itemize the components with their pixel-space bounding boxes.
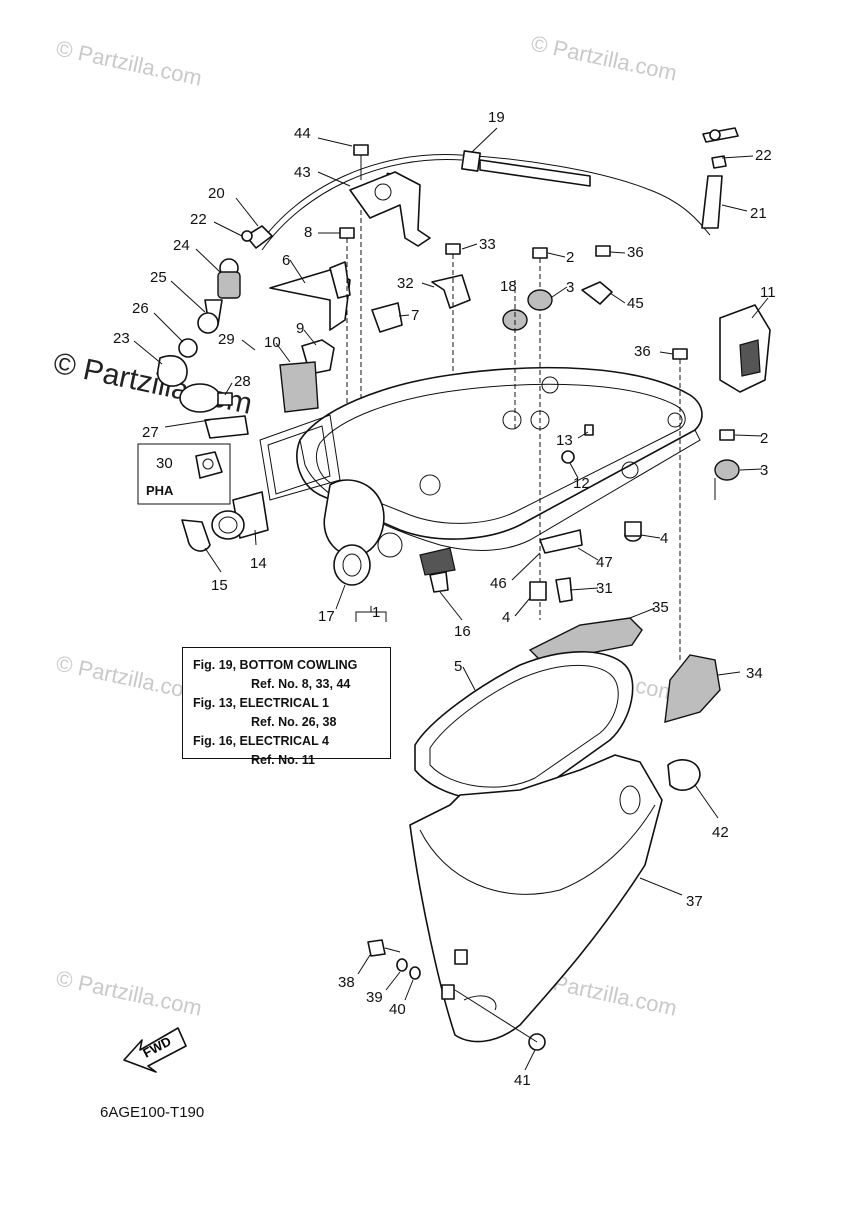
- callout-23: 23: [113, 330, 130, 347]
- callout-27: 27: [142, 424, 159, 441]
- lower-mid-parts: [529, 529, 583, 603]
- callout-14: 14: [250, 555, 267, 572]
- callout-13: 13: [556, 432, 573, 449]
- callout-35: 35: [652, 599, 669, 616]
- callout-45: 45: [627, 295, 644, 312]
- callout-21: 21: [750, 205, 767, 222]
- callout-38: 38: [338, 974, 355, 991]
- callout-31: 31: [596, 580, 613, 597]
- callout-25: 25: [150, 269, 167, 286]
- note-line: Fig. 13, ELECTRICAL 1: [193, 696, 329, 710]
- leader-lines: [133, 127, 769, 1071]
- callout-36: 36: [627, 244, 644, 261]
- note-line: Ref. No. 26, 38: [251, 715, 337, 729]
- upper-mid-parts: [269, 227, 403, 420]
- diagram-code: 6AGE100-T190: [100, 1104, 205, 1121]
- callout-22: 22: [755, 147, 772, 164]
- note-line: Ref. No. 11: [251, 753, 315, 767]
- callout-20: 20: [208, 185, 225, 202]
- callout-34: 34: [746, 665, 763, 682]
- callout-39: 39: [366, 989, 383, 1006]
- callout-2: 2: [566, 249, 574, 266]
- callout-3: 3: [566, 279, 574, 296]
- callout-22: 22: [190, 211, 207, 228]
- callout-17: 17: [318, 608, 335, 625]
- pha-box: [137, 443, 231, 505]
- watermark-large: © Partzilla.com: [51, 347, 256, 421]
- callout-7: 7: [411, 307, 419, 324]
- callout-28: 28: [234, 373, 251, 390]
- callout-47: 47: [596, 554, 613, 571]
- watermark: © Partzilla.com: [529, 30, 679, 85]
- watermark: © Partzilla.com: [54, 35, 204, 90]
- callout-40: 40: [389, 1001, 406, 1018]
- callout-44: 44: [294, 125, 311, 142]
- note-line: Fig. 16, ELECTRICAL 4: [193, 734, 329, 748]
- note-line: Fig. 19, BOTTOM COWLING: [193, 658, 358, 672]
- callout-37: 37: [686, 893, 703, 910]
- bottom-cowling-tray: [259, 366, 703, 558]
- callout-2: 2: [760, 430, 768, 447]
- watermark: © Partzilla.com: [54, 965, 204, 1020]
- cable-hose-assembly: [241, 127, 739, 251]
- callout-16: 16: [454, 623, 471, 640]
- callout-11: 11: [760, 284, 776, 301]
- callout-1: 1: [372, 604, 380, 621]
- callout-5: 5: [454, 658, 462, 675]
- callout-24: 24: [173, 237, 190, 254]
- callout-33: 33: [479, 236, 496, 253]
- callout-8: 8: [304, 224, 312, 241]
- callout-3: 3: [760, 462, 768, 479]
- reference-note-box: Fig. 19, BOTTOM COWLING Ref. No. 8, 33, …: [182, 647, 391, 767]
- callout-42: 42: [712, 824, 729, 841]
- callout-6: 6: [282, 252, 290, 269]
- callout-30: 30: [156, 455, 173, 472]
- callout-numbers: 1 2 2 3 3 4 4 5 6 7 8 9 10 11 12 13 14 1…: [113, 109, 776, 1089]
- callout-36: 36: [634, 343, 651, 360]
- callout-41: 41: [514, 1072, 531, 1089]
- callout-46: 46: [490, 575, 507, 592]
- callout-19: 19: [488, 109, 505, 126]
- callout-26: 26: [132, 300, 149, 317]
- callout-12: 12: [573, 475, 590, 492]
- callout-29: 29: [218, 331, 235, 348]
- callout-32: 32: [397, 275, 414, 292]
- note-line: Ref. No. 8, 33, 44: [251, 677, 351, 691]
- pha-label: PHA: [146, 483, 174, 498]
- callout-15: 15: [211, 577, 228, 594]
- callout-43: 43: [294, 164, 311, 181]
- fwd-arrow: FWD: [123, 1027, 187, 1073]
- callout-10: 10: [264, 334, 281, 351]
- callout-4: 4: [660, 530, 668, 547]
- callout-9: 9: [296, 320, 304, 337]
- callout-18: 18: [500, 278, 517, 295]
- lower-left-parts: [181, 491, 456, 593]
- upper-left-parts: [157, 258, 249, 439]
- callout-4: 4: [502, 609, 510, 626]
